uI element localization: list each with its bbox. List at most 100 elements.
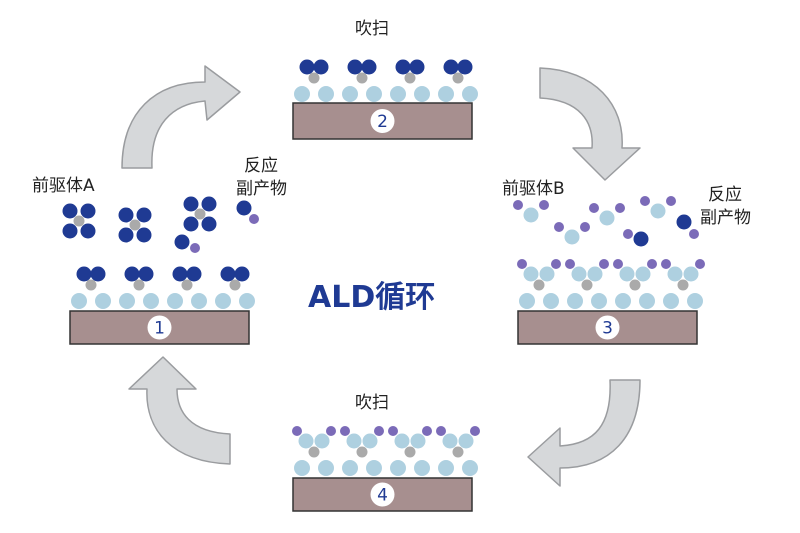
precursor-b-group <box>388 426 398 436</box>
byproduct-group <box>623 229 633 239</box>
precursor-a-ligand <box>62 223 78 239</box>
byproduct-ligand <box>236 200 252 216</box>
precursor-b-group <box>554 222 564 232</box>
precursor-a-ligand <box>443 59 459 75</box>
surface-atom <box>215 293 231 309</box>
ald-cycle-title: ALD循环 <box>308 280 436 315</box>
surface-atom <box>71 293 87 309</box>
metal-atom <box>129 219 141 231</box>
surface-atom <box>438 86 454 102</box>
step-number-1: 1 <box>154 319 165 339</box>
step-number-3: 3 <box>602 319 613 339</box>
precursor-a-ligand <box>409 59 425 75</box>
reacted-ligand <box>667 266 683 282</box>
metal-atom <box>356 446 368 458</box>
surface-atom <box>294 460 310 476</box>
precursor-b-group <box>647 259 657 269</box>
precursor-a-ligand <box>299 59 315 75</box>
step-number-badge-3 <box>595 315 620 340</box>
cycle-arrow-3 <box>527 379 641 487</box>
cycle-arrow-4 <box>128 356 231 465</box>
precursor-a-ligand <box>76 266 92 282</box>
surface-atom <box>414 460 430 476</box>
byproduct-2-label-line2: 副产物 <box>700 208 751 228</box>
precursor-b-core <box>523 207 539 223</box>
precursor-b-group <box>613 259 623 269</box>
metal-atom <box>133 279 145 291</box>
reacted-ligand <box>587 266 603 282</box>
reacted-ligand <box>523 266 539 282</box>
precursor-b-group <box>470 426 480 436</box>
surface-atom <box>615 293 631 309</box>
byproduct-ligand <box>676 214 692 230</box>
byproduct-1-label-line2: 副产物 <box>236 179 287 199</box>
precursor-b-group <box>517 259 527 269</box>
metal-atom <box>194 208 206 220</box>
precursor-b-group <box>615 203 625 213</box>
precursor-b-group <box>513 200 523 210</box>
surface-atom <box>543 293 559 309</box>
precursor-a-ligand <box>136 227 152 243</box>
step-number-4: 4 <box>377 486 388 506</box>
reacted-ligand <box>442 433 458 449</box>
precursor-a-ligand <box>347 59 363 75</box>
precursor-b-group <box>580 222 590 232</box>
precursor-b-group <box>551 259 561 269</box>
step-number-badge-2 <box>370 109 395 133</box>
metal-atom <box>629 279 641 291</box>
precursor-b-group <box>640 196 650 206</box>
precursor-b-group <box>292 426 302 436</box>
surface-atom <box>591 293 607 309</box>
precursor-a-ligand <box>124 266 140 282</box>
precursor-b-group <box>599 259 609 269</box>
reacted-ligand <box>346 433 362 449</box>
reacted-ligand <box>314 433 330 449</box>
precursor-a-ligand <box>90 266 106 282</box>
precursor-b-group <box>589 203 599 213</box>
surface-atom <box>318 86 334 102</box>
precursor-a-ligand <box>313 59 329 75</box>
surface-atom <box>390 86 406 102</box>
precursor-a-ligand <box>183 196 199 212</box>
byproduct-ligand <box>633 231 649 247</box>
byproduct-group <box>689 229 699 239</box>
reacted-ligand <box>410 433 426 449</box>
reacted-ligand <box>683 266 699 282</box>
metal-atom <box>73 215 85 227</box>
precursor-a-ligand <box>80 223 96 239</box>
precursor-a-ligand <box>138 266 154 282</box>
precursor-a-ligand <box>201 216 217 232</box>
reacted-ligand <box>458 433 474 449</box>
precursor-a-ligand <box>80 203 96 219</box>
precursor-b-core <box>564 229 580 245</box>
metal-atom <box>452 446 464 458</box>
surface-atom <box>438 460 454 476</box>
metal-atom <box>308 72 320 84</box>
reacted-ligand <box>619 266 635 282</box>
step-number-badge-1 <box>147 315 172 340</box>
surface-atom <box>519 293 535 309</box>
reacted-ligand <box>539 266 555 282</box>
precursor-a-ligand <box>118 207 134 223</box>
surface-atom <box>366 460 382 476</box>
surface-atom <box>143 293 159 309</box>
precursor-a-ligand <box>457 59 473 75</box>
surface-atom <box>462 460 478 476</box>
precursor-b-group <box>695 259 705 269</box>
metal-atom <box>404 72 416 84</box>
precursor-a-ligand <box>201 196 217 212</box>
precursor-b-group <box>539 200 549 210</box>
precursor-b-group <box>326 426 336 436</box>
surface-atom <box>639 293 655 309</box>
reacted-ligand <box>635 266 651 282</box>
byproduct-group <box>249 214 259 224</box>
precursor-a-ligand <box>234 266 250 282</box>
reacted-ligand <box>298 433 314 449</box>
precursor-a-ligand <box>361 59 377 75</box>
metal-atom <box>181 279 193 291</box>
surface-atom <box>191 293 207 309</box>
precursor-a-ligand <box>186 266 202 282</box>
surface-atom <box>342 86 358 102</box>
precursor-b-group <box>422 426 432 436</box>
